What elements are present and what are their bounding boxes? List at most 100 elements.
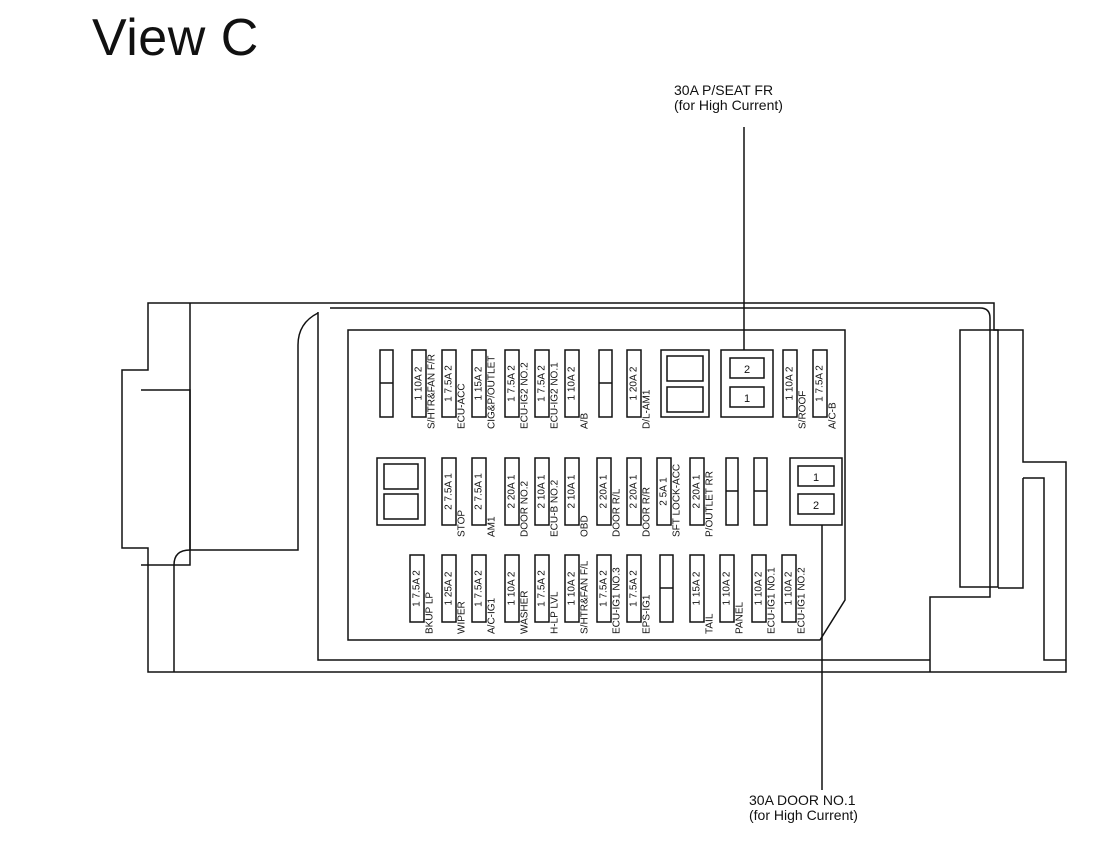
fuse-label: ECU-IG1 NO.1 bbox=[767, 567, 778, 634]
fuse-body bbox=[564, 349, 580, 418]
relay-pseat-terminal-1: 1 bbox=[744, 393, 750, 405]
fuse-body bbox=[719, 554, 735, 623]
fuse-rating: 2 20A 1 bbox=[629, 474, 640, 508]
fuse-label: A/C-B bbox=[828, 402, 839, 429]
fuse-rating: 1 7.5A 2 bbox=[537, 570, 548, 607]
fuse-a-c-ig1: 1 7.5A 2A/C-IG1 bbox=[471, 554, 498, 634]
fuse-label: SFT LOCK-ACC bbox=[672, 464, 683, 537]
fuse-rating: 1 10A 2 bbox=[414, 366, 425, 400]
fuse-rating: 1 15A 2 bbox=[692, 571, 703, 605]
fuse-body bbox=[441, 554, 457, 623]
fuse-body bbox=[626, 349, 642, 418]
fuse-a-b: 1 10A 2 A/B bbox=[564, 349, 591, 429]
fuse-label: BKUP LP bbox=[425, 592, 436, 634]
fuse-rating: 2 20A 1 bbox=[599, 474, 610, 508]
fuse-label: ECU-ACC bbox=[457, 383, 468, 429]
relay-door-terminal-2: 2 bbox=[813, 500, 819, 512]
fuse-label: CIG&P/OUTLET bbox=[487, 356, 498, 429]
fuse-rating: 2 7.5A 1 bbox=[444, 473, 455, 510]
fuse-label: DOOR R/R bbox=[642, 487, 653, 537]
fuse-body bbox=[504, 554, 520, 623]
fuse-body bbox=[812, 349, 828, 418]
fuse-rating: 1 7.5A 2 bbox=[412, 570, 423, 607]
fuse-body bbox=[751, 554, 767, 623]
fuse-label: A/B bbox=[580, 413, 591, 429]
fuse-label: EPS-IG1 bbox=[642, 594, 653, 634]
fuse-label: ECU-IG2 NO.1 bbox=[550, 362, 561, 429]
fuse-body bbox=[689, 554, 705, 623]
fuse-body bbox=[782, 349, 798, 418]
relay-row2-left bbox=[376, 457, 426, 526]
fuse-box-housing bbox=[121, 302, 1067, 673]
fuse-body bbox=[441, 349, 457, 418]
fuse-body bbox=[689, 457, 705, 526]
fuse-rating: 1 15A 2 bbox=[474, 366, 485, 400]
fuse-label: DOOR R/L bbox=[612, 488, 623, 537]
fuse-h-lp-lvl: 1 7.5A 2H-LP LVL bbox=[534, 554, 561, 634]
fuse-label: WASHER bbox=[520, 590, 531, 634]
fuse-rating: 1 10A 2 bbox=[567, 571, 578, 605]
relay-top-left bbox=[660, 349, 710, 418]
fuse-label: PANEL bbox=[735, 602, 746, 634]
relay-pseat-fr bbox=[720, 349, 774, 418]
fuse-body bbox=[411, 349, 427, 418]
fuse-body bbox=[564, 554, 580, 623]
fuse-body bbox=[471, 457, 487, 526]
fuse-body bbox=[656, 457, 672, 526]
fuse-body bbox=[471, 554, 487, 623]
fuse-rating: 1 20A 2 bbox=[629, 366, 640, 400]
fuse-label: STOP bbox=[457, 510, 468, 537]
fuse-body bbox=[596, 457, 612, 526]
fuse-label: DOOR NO.2 bbox=[520, 480, 531, 537]
fuse-rating: 1 10A 2 bbox=[784, 571, 795, 605]
fuse-label: S/HTR&FAN F/L bbox=[580, 560, 591, 634]
relay-pseat-terminal-2: 2 bbox=[744, 364, 750, 376]
fuse-body bbox=[626, 457, 642, 526]
fuse-rating: 1 7.5A 2 bbox=[815, 365, 826, 402]
fuse-rating: 2 7.5A 1 bbox=[474, 473, 485, 510]
fuse-body bbox=[626, 554, 642, 623]
fuse-label: ECU-IG1 NO.3 bbox=[612, 567, 623, 634]
fuse-label: TAIL bbox=[705, 613, 716, 634]
fuse-rating: 1 10A 2 bbox=[754, 571, 765, 605]
fuse-rating: 1 7.5A 2 bbox=[474, 570, 485, 607]
fuse-rating: 1 10A 2 bbox=[785, 366, 796, 400]
fuse-label: D/L-AM1 bbox=[642, 389, 653, 429]
fuse-body bbox=[534, 554, 550, 623]
fuse-label: ECU-IG1 NO.2 bbox=[797, 567, 808, 634]
fuse-body bbox=[409, 554, 425, 623]
fuse-rating: 1 7.5A 2 bbox=[507, 365, 518, 402]
fuse-a-c-b: 1 7.5A 2A/C-B bbox=[812, 349, 839, 429]
callout-door-no1: 30A DOOR NO.1 (for High Current) bbox=[749, 793, 858, 823]
fuse-label: OBD bbox=[580, 515, 591, 537]
fuse-rating: 1 7.5A 2 bbox=[629, 570, 640, 607]
fuse-label: S/HTR&FAN F/R bbox=[427, 354, 438, 429]
fuse-s-roof: 1 10A 2S/ROOF bbox=[782, 349, 809, 429]
empty-fuse-slots bbox=[379, 349, 768, 623]
fuse-rating: 1 10A 2 bbox=[567, 366, 578, 400]
fuse-body bbox=[564, 457, 580, 526]
fuse-rating: 2 20A 1 bbox=[507, 474, 518, 508]
